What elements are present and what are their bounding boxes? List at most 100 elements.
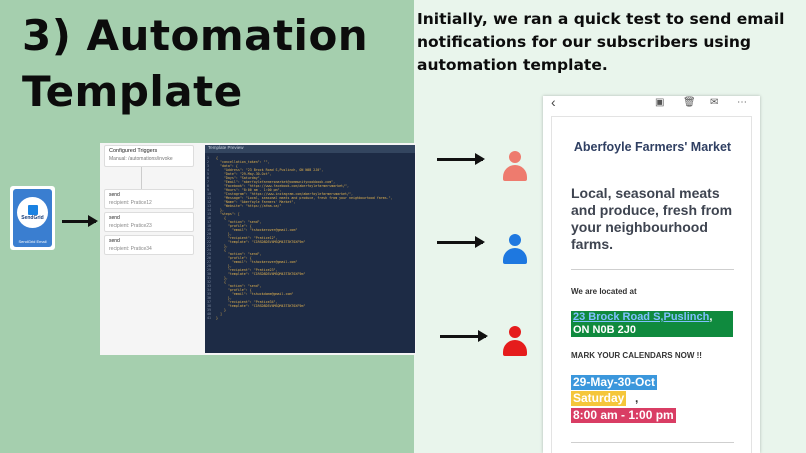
code-line: 19 "email": "tshockerover@gmail.com" — [207, 228, 413, 232]
code-line: 10 "Instagram": "https://www.instagram.c… — [207, 192, 413, 196]
connector-line — [141, 167, 142, 189]
code-line: 23 }, — [207, 244, 413, 248]
back-icon[interactable]: ‹ — [551, 96, 556, 110]
code-line: 33 "action": "send", — [207, 284, 413, 288]
code-line: 30 "template": "C1RSD8D5V4MSQM43T3KT0XF9… — [207, 272, 413, 276]
address-highlight: 23 Brock Road S,Puslinch, ON N0B 2J0 — [571, 311, 733, 337]
triggers-title: Configured Triggers — [109, 148, 158, 154]
line-number: 18 — [207, 224, 211, 228]
trash-icon[interactable]: 🗑 — [683, 97, 696, 108]
code-line: 18 "profile": { — [207, 224, 413, 228]
line-number: 25 — [207, 252, 211, 256]
code-text: "data": { — [216, 164, 238, 168]
line-number: 35 — [207, 292, 211, 296]
code-text: "action": "send", — [216, 252, 262, 256]
more-icon[interactable]: ⋯ — [737, 97, 747, 108]
line-number: 10 — [207, 192, 211, 196]
day-comma: , — [635, 391, 639, 405]
code-text: "action": "send", — [216, 220, 262, 224]
code-line: 6 "Days": "Saturday", — [207, 176, 413, 180]
code-text: }, — [216, 264, 232, 268]
code-text: "email": "tshockerover@gmail.com" — [216, 228, 298, 232]
mail-icon[interactable]: ✉ — [710, 97, 719, 108]
code-line: 14 }, — [207, 208, 413, 212]
send-step[interactable]: send recipient: Pratice23 — [104, 212, 194, 232]
code-line: 3 "data": { — [207, 164, 413, 168]
line-number: 7 — [207, 180, 209, 184]
code-line: 1{ — [207, 156, 413, 160]
code-text: "Instagram": "https://www.instagram.com/… — [216, 192, 353, 196]
code-line: 26 "profile": { — [207, 256, 413, 260]
code-line: 37 "recipient": "Pratice34", — [207, 300, 413, 304]
code-text: "profile": { — [216, 256, 252, 260]
line-number: 39 — [207, 308, 211, 312]
email-headline: Local, seasonal meats and produce, fresh… — [571, 185, 733, 252]
code-text: ] — [216, 312, 222, 316]
step-action: send — [109, 238, 120, 244]
line-number: 23 — [207, 244, 211, 248]
code-text: "email": "tshockerover@gmail.com" — [216, 260, 298, 264]
line-number: 24 — [207, 248, 211, 252]
code-text: "template": "C1RSD8D5V4MSQM43T3KT0XF9m" — [216, 272, 306, 276]
line-number: 21 — [207, 236, 211, 240]
template-preview-editor[interactable] — [205, 145, 415, 353]
code-text: "Hours": "8:00 am - 1:00 pm", — [216, 188, 282, 192]
line-number: 26 — [207, 256, 211, 260]
code-text: { — [216, 248, 226, 252]
line-number: 28 — [207, 264, 211, 268]
code-text: }, — [216, 232, 232, 236]
configured-triggers-card[interactable]: Configured Triggers Manual: /automations… — [104, 145, 194, 167]
triggers-subtitle: Manual: /automations/invoke — [109, 156, 173, 162]
code-line: 41} — [207, 316, 413, 320]
line-number: 32 — [207, 280, 211, 284]
located-label: We are located at — [571, 287, 637, 296]
sendgrid-logo: SendGrid SendGrid Email — [10, 186, 55, 250]
line-number: 40 — [207, 312, 211, 316]
line-number: 30 — [207, 272, 211, 276]
archive-icon[interactable]: ▣ — [655, 97, 665, 108]
line-number: 15 — [207, 212, 211, 216]
code-line: 24 { — [207, 248, 413, 252]
line-number: 31 — [207, 276, 211, 280]
code-line: 17 "action": "send", — [207, 220, 413, 224]
code-text: "cancellation_token": "", — [216, 160, 270, 164]
send-step[interactable]: send recipient: Pratice12 — [104, 189, 194, 209]
divider — [571, 442, 734, 443]
code-text: "Website": "https://afma.ca/" — [216, 204, 282, 208]
code-text: "Address": "23 Brock Road S,Puslinch, ON… — [216, 168, 324, 172]
line-number: 3 — [207, 164, 209, 168]
line-number: 8 — [207, 184, 209, 188]
address-link[interactable]: 23 Brock Road S,Puslinch — [573, 311, 710, 323]
send-step[interactable]: send recipient: Pratice34 — [104, 235, 194, 255]
code-line: 8 "Facebook": "https://www.facebook.com/… — [207, 184, 413, 188]
code-line: 4 "Address": "23 Brock Road S,Puslinch, … — [207, 168, 413, 172]
code-text: }, — [216, 296, 232, 300]
line-number: 34 — [207, 288, 211, 292]
code-line: 39 } — [207, 308, 413, 312]
code-line: 15 "steps": [ — [207, 212, 413, 216]
sendgrid-caption: SendGrid Email — [18, 239, 47, 244]
email-preview: ‹ ▣ 🗑 ✉ ⋯ Aberfoyle Farmers' Market Loca… — [543, 96, 760, 453]
market-name: Aberfoyle Farmers' Market — [573, 140, 732, 154]
line-number: 13 — [207, 204, 211, 208]
code-line: 25 "action": "send", — [207, 252, 413, 256]
code-line: 2 "cancellation_token": "", — [207, 160, 413, 164]
day-highlight: Saturday — [571, 391, 627, 406]
step-action: send — [109, 192, 120, 198]
step-action: send — [109, 215, 120, 221]
dates-highlight: 29-May-30-Oct — [571, 375, 658, 390]
code-line: 35 "email": "tshuckdome@gmail.com" — [207, 292, 413, 296]
line-number: 11 — [207, 196, 211, 200]
code-line: 40 ] — [207, 312, 413, 316]
hours-highlight: 8:00 am - 1:00 pm — [571, 408, 676, 423]
line-number: 12 — [207, 200, 211, 204]
code-line: 20 }, — [207, 232, 413, 236]
code-line: 38 "template": "C1RSD8D5V4MSQM43T3KT0XF9… — [207, 304, 413, 308]
slide-title-line-1: 3) Automation — [22, 11, 369, 60]
code-text: "Days": "Saturday", — [216, 176, 262, 180]
line-number: 9 — [207, 188, 209, 192]
line-number: 27 — [207, 260, 211, 264]
code-line: 31 }, — [207, 276, 413, 280]
code-line: 16 { — [207, 216, 413, 220]
code-text: "profile": { — [216, 224, 252, 228]
